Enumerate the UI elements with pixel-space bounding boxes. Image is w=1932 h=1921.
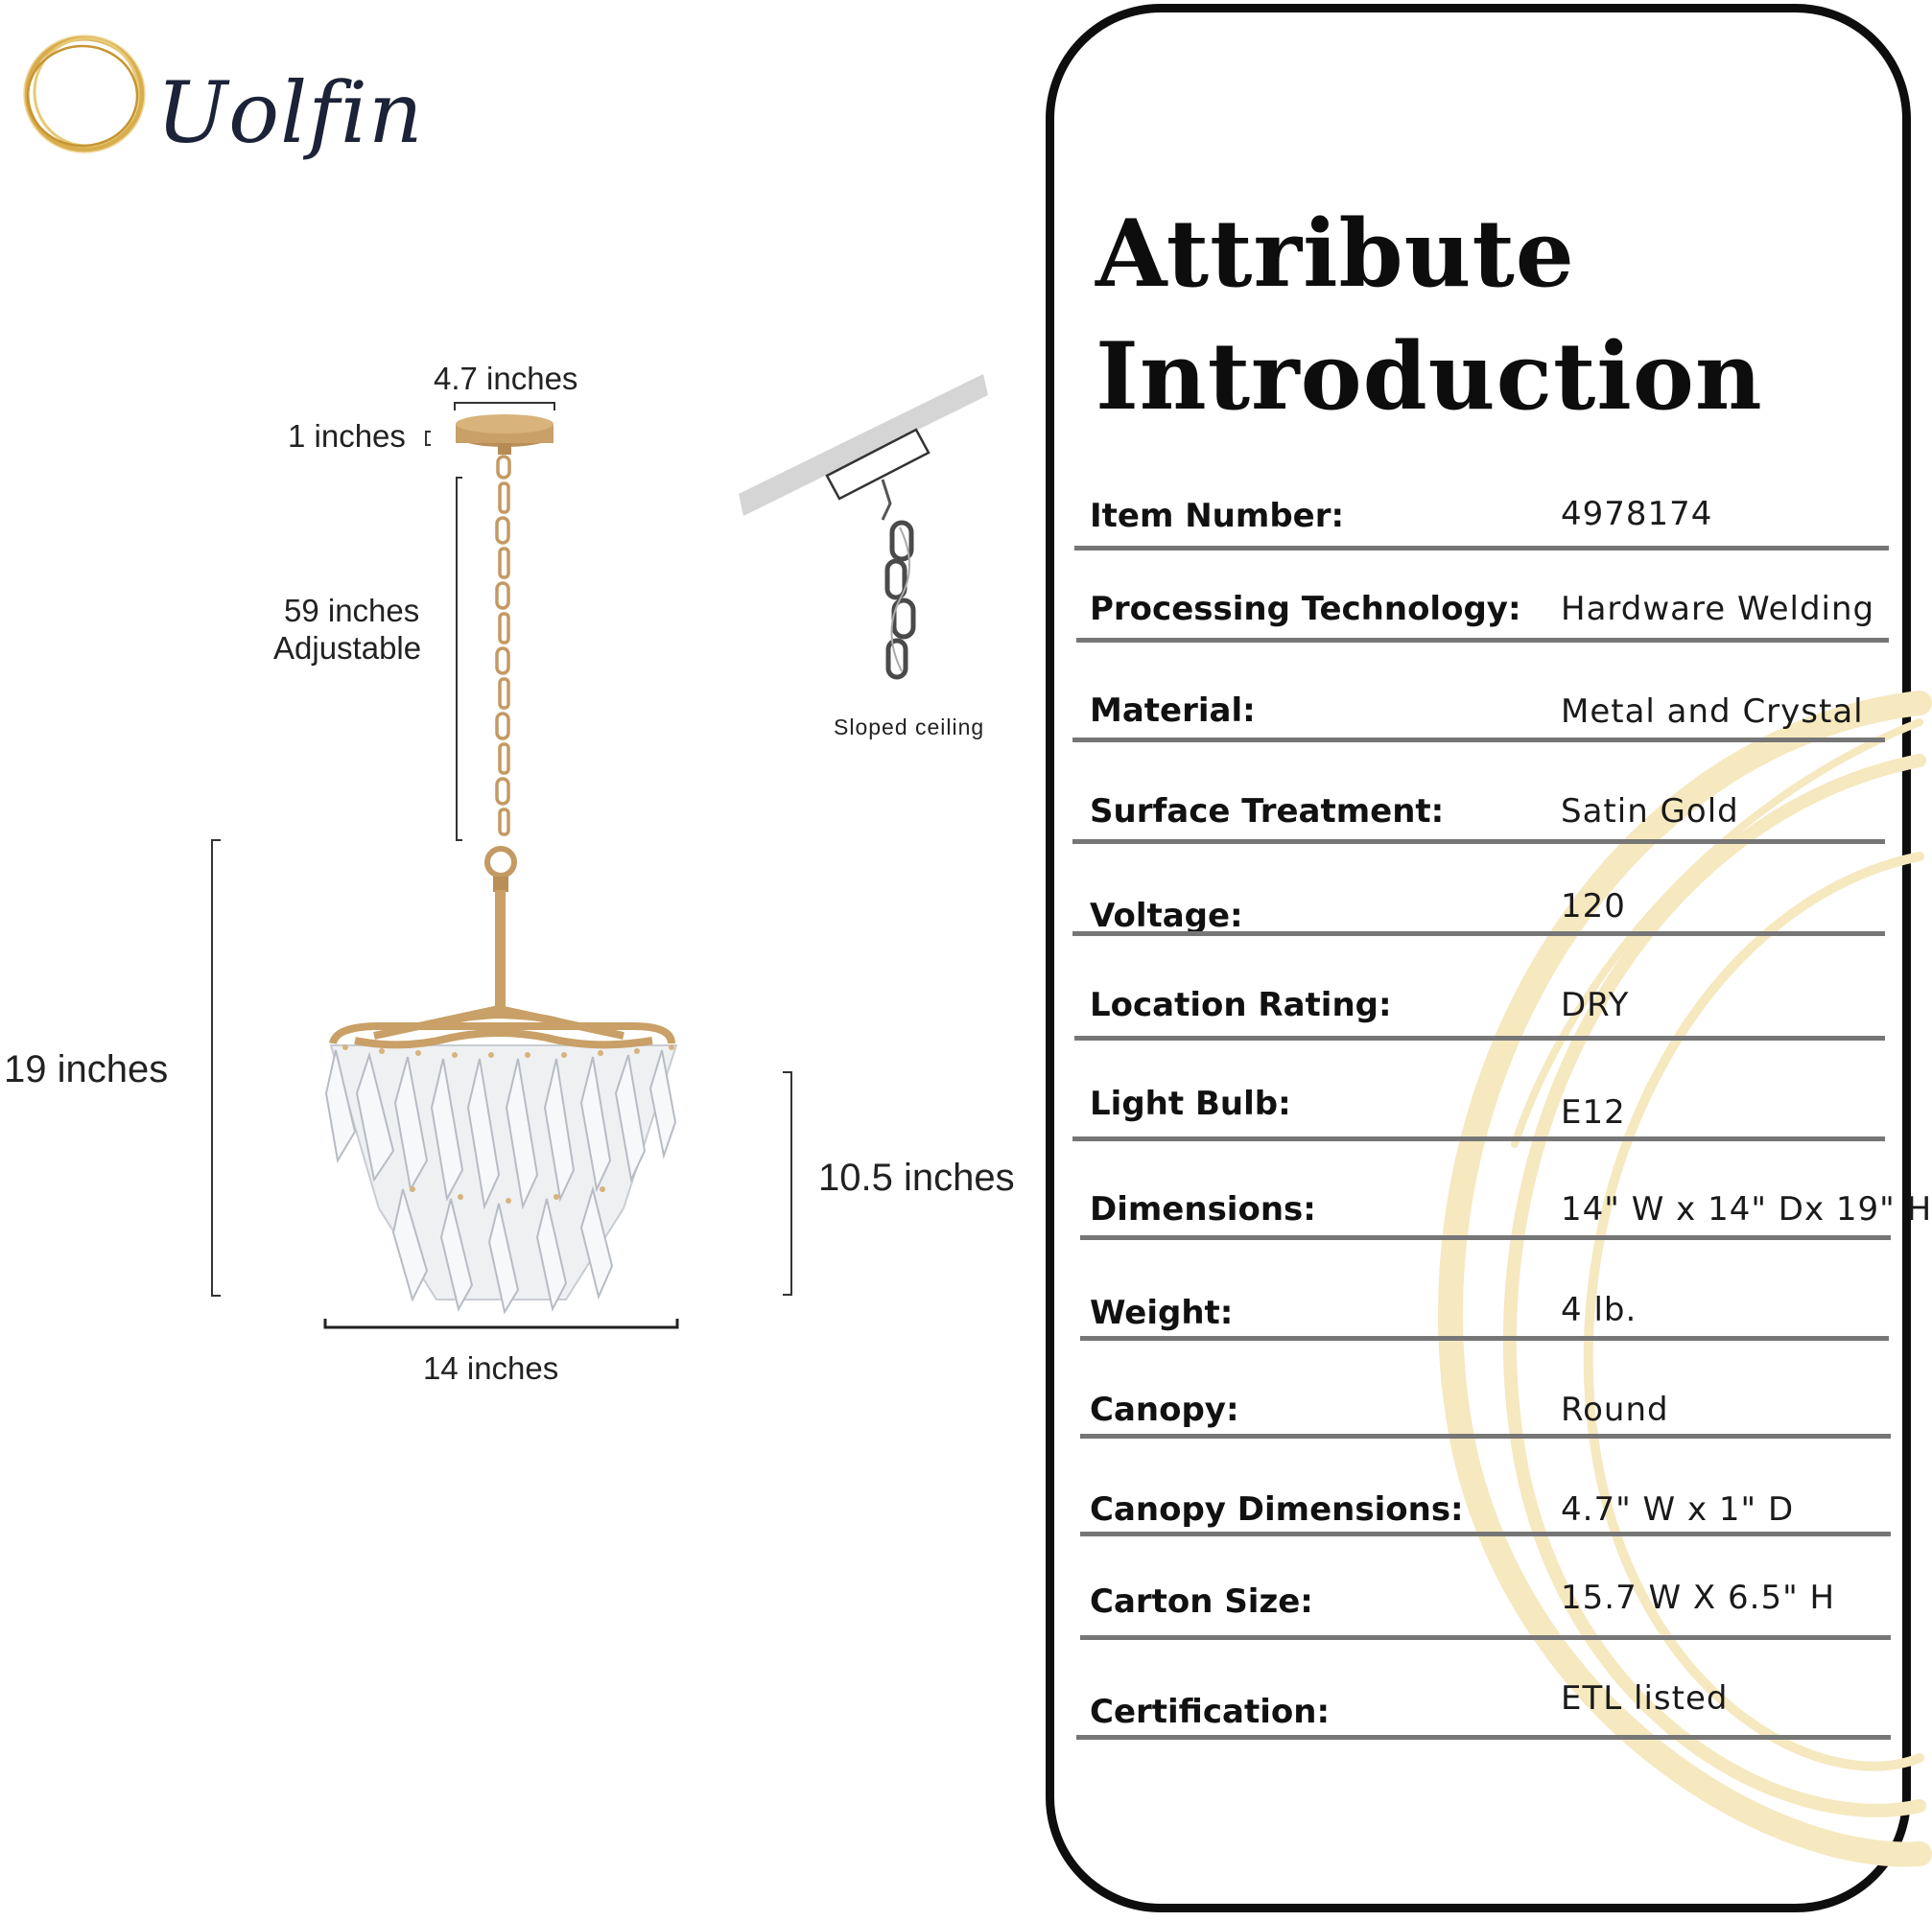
attribute-value: 4.7" W x 1" D	[1561, 1490, 1795, 1529]
crystal-body	[324, 1044, 678, 1315]
downrod	[495, 890, 506, 1017]
row-divider	[1076, 1735, 1891, 1740]
attribute-title-line2: Introduction	[1096, 322, 1763, 431]
brand-logo: Uolfin	[17, 27, 423, 162]
attribute-label: Voltage:	[1090, 897, 1243, 935]
attribute-value: E12	[1561, 1093, 1626, 1132]
attribute-label: Location Rating:	[1090, 986, 1392, 1024]
row-divider	[1076, 638, 1889, 643]
chandelier-dimension-drawing	[211, 402, 792, 1329]
body-height-label: 10.5 inches	[818, 1157, 1015, 1199]
attribute-label: Surface Treatment:	[1090, 792, 1445, 831]
attribute-value: 15.7 W X 6.5" H	[1561, 1579, 1836, 1617]
canopy-width-bracket	[454, 402, 555, 410]
attribute-value: ETL listed	[1561, 1679, 1729, 1718]
attribute-value: Hardware Welding	[1561, 590, 1875, 628]
gold-swirl-decoration	[1438, 691, 1932, 1867]
attribute-value: 120	[1561, 887, 1626, 925]
gold-frame	[329, 1004, 675, 1049]
row-divider	[1072, 1136, 1885, 1141]
attribute-label: Carton Size:	[1090, 1582, 1313, 1621]
body-height-bracket	[783, 1071, 792, 1296]
attribute-card: Attribute Introduction Item Number: 49781…	[1046, 4, 1932, 1912]
overall-height-bracket	[211, 839, 221, 1297]
attribute-value: 4978174	[1561, 495, 1713, 533]
attribute-title: Attribute Introduction	[1096, 193, 1763, 438]
attribute-label: Item Number:	[1090, 497, 1345, 535]
chain-length-bracket	[456, 477, 462, 841]
chain	[495, 455, 511, 836]
sloped-ceiling-illustration	[739, 374, 988, 680]
row-divider	[1080, 1336, 1889, 1341]
gold-ring-icon	[23, 35, 146, 153]
row-divider	[1072, 738, 1885, 742]
attribute-label: Certification:	[1090, 1693, 1331, 1731]
attribute-value: Metal and Crystal	[1561, 692, 1864, 731]
brand-name: Uolfin	[156, 63, 424, 162]
row-divider	[1072, 931, 1885, 936]
attribute-value: Round	[1561, 1391, 1669, 1429]
attribute-value: 14" W x 14" Dx 19" H	[1561, 1190, 1932, 1229]
attribute-label: Weight:	[1090, 1294, 1234, 1332]
row-divider	[1080, 1532, 1891, 1536]
row-divider	[1072, 839, 1885, 844]
overall-height-label: 19 inches	[4, 1048, 169, 1090]
row-divider	[1080, 1635, 1891, 1640]
attribute-label: Material:	[1090, 691, 1256, 730]
row-divider	[1074, 546, 1889, 551]
attribute-label: Dimensions:	[1090, 1190, 1316, 1229]
row-divider	[1080, 1434, 1891, 1439]
canopy-depth-bracket	[425, 431, 431, 446]
attribute-label: Canopy:	[1090, 1391, 1239, 1429]
row-divider	[1074, 1036, 1885, 1041]
chain-length-label: 59 inches	[284, 593, 420, 628]
attribute-label: Processing Technology:	[1090, 590, 1521, 628]
width-bracket	[323, 1319, 679, 1329]
attribute-value: 4 lb.	[1561, 1291, 1637, 1329]
attribute-label: Canopy Dimensions:	[1090, 1490, 1464, 1529]
chain-note-label: Adjustable	[273, 630, 422, 666]
canopy	[456, 414, 554, 455]
attribute-value: DRY	[1561, 986, 1630, 1024]
row-divider	[1080, 1235, 1891, 1240]
sloped-ceiling-caption: Sloped ceiling	[834, 715, 985, 739]
canopy-depth-label: 1 inches	[288, 418, 406, 454]
canopy-width-label: 4.7 inches	[434, 361, 578, 396]
loop	[484, 846, 517, 879]
attribute-value: Satin Gold	[1561, 792, 1739, 831]
width-label: 14 inches	[423, 1350, 559, 1386]
attribute-title-line1: Attribute	[1096, 199, 1575, 308]
attribute-label: Light Bulb:	[1090, 1085, 1291, 1123]
